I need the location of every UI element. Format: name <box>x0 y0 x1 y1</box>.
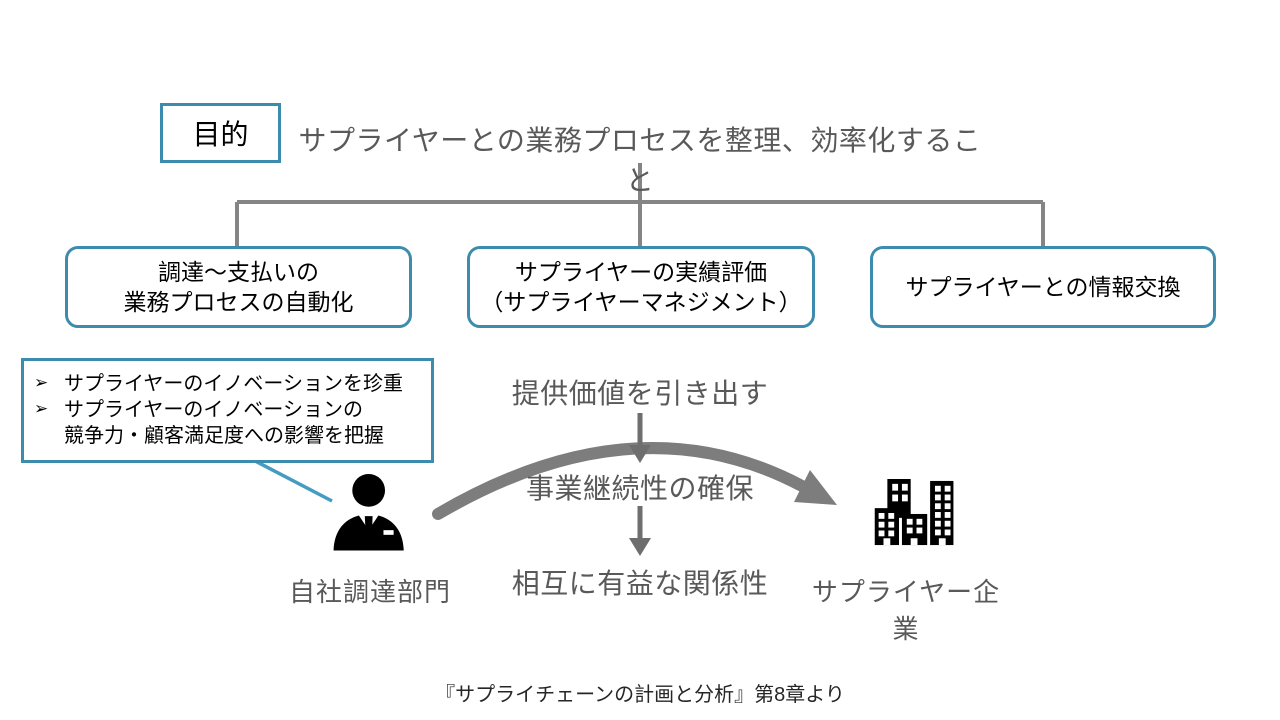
flow-label-value: 提供価値を引き出す <box>511 378 769 409</box>
note-item-2-text-line1: サプライヤーのイノベーションの <box>64 399 363 421</box>
source-caption: 『サプライチェーンの計画と分析』第8章より <box>435 684 845 706</box>
purpose-label: 目的 <box>192 119 249 150</box>
note-item-1-text: サプライヤーのイノベーションを珍重 <box>64 373 403 395</box>
branch-box-evaluation-line1: サプライヤーの実績評価 <box>514 258 768 285</box>
note-item: ➢ サプライヤーのイノベーションの 競争力・顧客満足度への影響を把握 <box>34 397 423 449</box>
branch-box-evaluation: サプライヤーの実績評価 （サプライヤーマネジメント） <box>467 246 815 328</box>
innovation-notes-box: ➢ サプライヤーのイノベーションを珍重 ➢ サプライヤーのイノベーションの 競争… <box>21 358 434 463</box>
note-item-2-text-line2: 競争力・顧客満足度への影響を把握 <box>64 425 384 447</box>
purpose-statement: サプライヤーとの業務プロセスを整理、効率化すること <box>298 125 982 196</box>
branch-box-information-line1: サプライヤーとの情報交換 <box>905 273 1181 300</box>
supplier-label: サプライヤー企業 <box>811 577 1001 644</box>
branch-box-automation-line2: 業務プロセスの自動化 <box>123 289 354 315</box>
down-arrow-2-head <box>629 538 651 556</box>
down-arrow-1-head <box>629 445 651 463</box>
flow-label-continuity: 事業継続性の確保 <box>525 473 754 504</box>
procurement-label: 自社調達部門 <box>288 577 451 607</box>
flow-label-relationship: 相互に有益な関係性 <box>511 568 769 599</box>
businessman-icon <box>333 474 404 551</box>
branch-box-information: サプライヤーとの情報交換 <box>870 246 1216 328</box>
arrow-bullet-icon: ➢ <box>34 373 49 392</box>
branch-box-evaluation-line2: （サプライヤーマネジメント） <box>480 289 802 315</box>
branch-box-automation: 調達～支払いの 業務プロセスの自動化 <box>65 246 412 328</box>
branch-box-automation-line1: 調達～支払いの <box>158 258 319 285</box>
buildings-icon <box>874 479 954 546</box>
note-item: ➢ サプライヤーのイノベーションを珍重 <box>34 371 423 397</box>
arrow-bullet-icon: ➢ <box>34 399 49 418</box>
purpose-label-box: 目的 <box>160 103 281 163</box>
